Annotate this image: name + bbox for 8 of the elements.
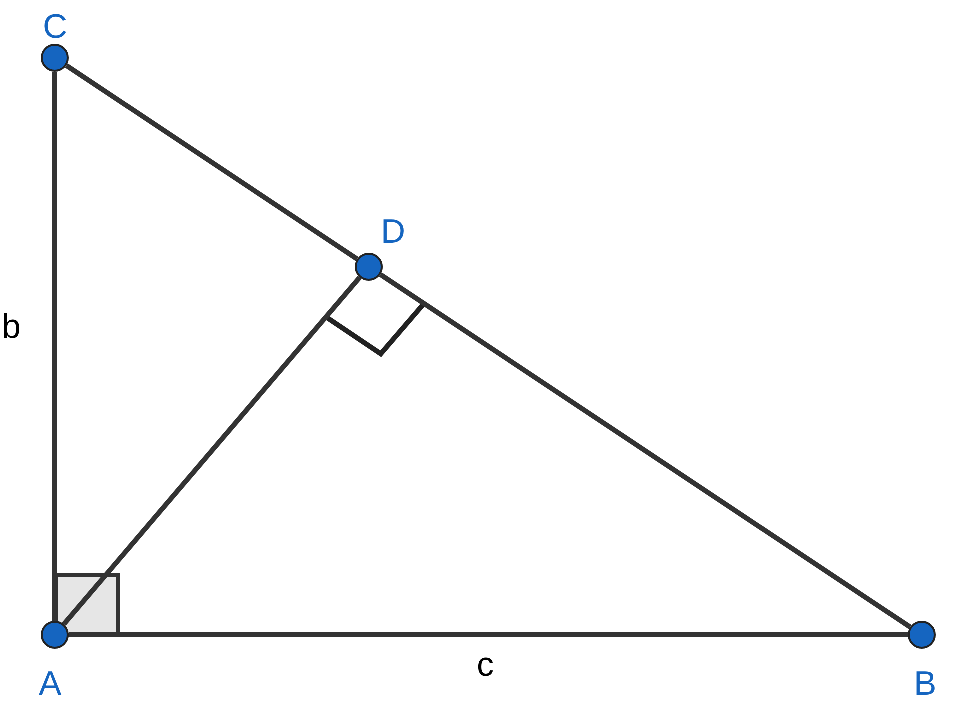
point-label: C [43,10,68,44]
line-segment [62,276,362,626]
line-segment [379,272,912,630]
point-label: B [914,667,937,701]
line-segment [69,632,908,638]
point-label: A [39,667,62,701]
line-segment [52,72,58,621]
point-label: D [381,215,406,249]
